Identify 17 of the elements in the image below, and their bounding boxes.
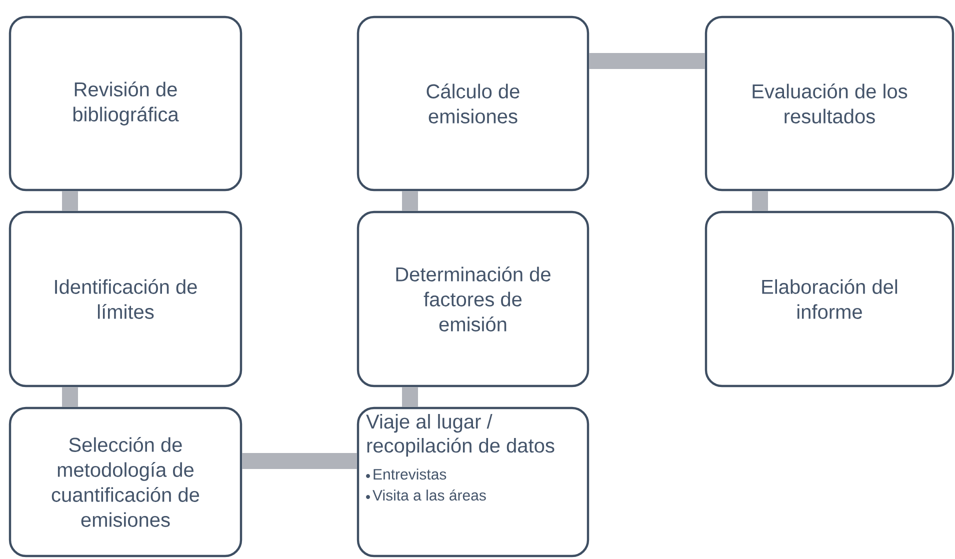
connector-bar: [752, 191, 768, 211]
process-box: Viaje al lugar / recopilación de datos Entrevistas Visita a las áreas: [356, 406, 590, 558]
connector-bar: [62, 387, 78, 407]
process-box: Revisión de bibliográfica: [8, 16, 242, 192]
connector-bar: [242, 453, 357, 469]
connector-bar: [62, 191, 78, 211]
process-box: Evaluación de los resultados: [704, 16, 954, 192]
process-box: Determinación de factores de emisión: [356, 210, 590, 388]
process-box: Elaboración del informe: [704, 210, 954, 388]
process-box: Cálculo de emisiones: [356, 16, 590, 192]
process-box: Identificación de límites: [8, 210, 242, 388]
connector-bar: [589, 53, 705, 69]
connector-bar: [402, 191, 418, 211]
connector-bar: [402, 387, 418, 407]
bullet-item: Visita a las áreas: [372, 489, 486, 501]
process-box: Selección de metodología de cuantificación de emisiones: [8, 406, 242, 558]
bullet-item: Entrevistas: [374, 468, 446, 480]
